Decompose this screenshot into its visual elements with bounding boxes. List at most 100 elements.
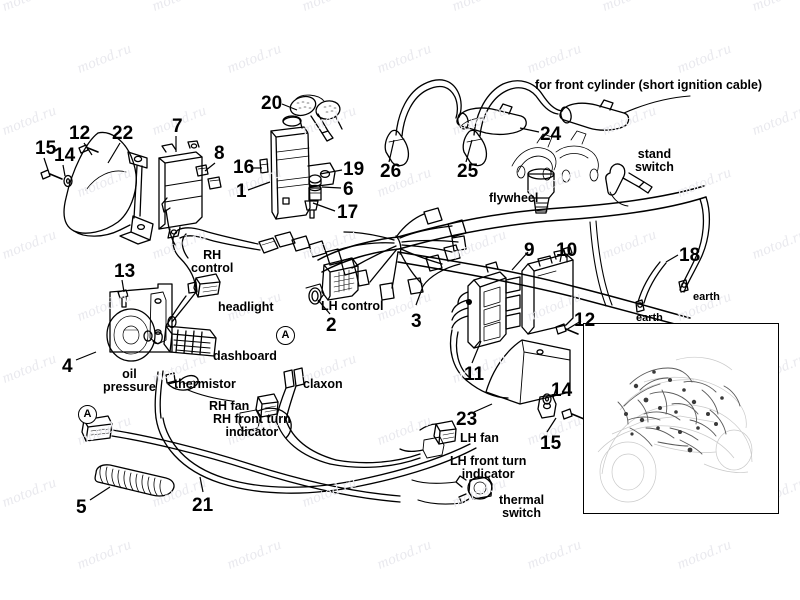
part-label-line2: pressure bbox=[103, 380, 156, 395]
part-22-bracket bbox=[63, 131, 154, 245]
motorcycle-overview-inset bbox=[583, 323, 779, 514]
callout-14-right[interactable]: 14 bbox=[551, 380, 573, 401]
callout-15-left[interactable]: 15 bbox=[35, 138, 57, 159]
part-label-line1: flywheel bbox=[489, 191, 539, 205]
rh-fan-connector bbox=[255, 393, 279, 418]
part-label-line1: RH front turn bbox=[213, 412, 291, 426]
earth-label-earth-left: earth bbox=[636, 312, 663, 324]
part-label-line2: control bbox=[191, 261, 234, 276]
callout-26[interactable]: 26 bbox=[380, 161, 402, 182]
part-4-horn-plate bbox=[109, 283, 173, 353]
part-13-bolt bbox=[117, 289, 129, 308]
rh-front-turn-connector bbox=[238, 407, 292, 439]
callout-13[interactable]: 13 bbox=[114, 261, 136, 282]
callout-18[interactable]: 18 bbox=[679, 245, 701, 266]
part-label-line2: switch bbox=[635, 160, 674, 175]
lh-fan-connector bbox=[419, 420, 457, 445]
callout-23[interactable]: 23 bbox=[456, 409, 478, 430]
part-label-dashboard: dashboard bbox=[213, 349, 277, 363]
part-20-keys bbox=[289, 94, 343, 142]
callout-9[interactable]: 9 bbox=[524, 240, 535, 261]
horn-nut bbox=[167, 315, 177, 329]
part-label-line2: indicator bbox=[225, 425, 279, 440]
part-5-corrugated-tube bbox=[94, 464, 175, 497]
callout-2[interactable]: 2 bbox=[326, 315, 337, 336]
rh-control-connector bbox=[187, 273, 221, 298]
callout-14-left[interactable]: 14 bbox=[54, 145, 76, 166]
part-8-connectors bbox=[195, 164, 222, 190]
reference-marker-ref-a-center[interactable]: A bbox=[276, 326, 295, 345]
callout-19[interactable]: 19 bbox=[343, 159, 365, 180]
callout-4[interactable]: 4 bbox=[62, 356, 73, 377]
callout-25[interactable]: 25 bbox=[457, 161, 479, 182]
harness-connector-fan bbox=[258, 207, 467, 301]
callout-16[interactable]: 16 bbox=[233, 157, 255, 178]
note-front-cylinder-note: for front cylinder (short ignition cable… bbox=[535, 78, 763, 92]
callout-12-right[interactable]: 12 bbox=[574, 310, 596, 331]
part-label-line1: stand bbox=[637, 147, 672, 161]
callout-20[interactable]: 20 bbox=[261, 93, 283, 114]
stand-switch-part bbox=[605, 163, 653, 207]
earth-lead-18 bbox=[635, 261, 667, 313]
part-10-fuse-box bbox=[521, 249, 574, 335]
part-label-line1: dashboard bbox=[213, 349, 277, 363]
part-2-grommet bbox=[305, 283, 325, 305]
callout-7[interactable]: 7 bbox=[172, 116, 183, 137]
part-label-line1: claxon bbox=[303, 377, 343, 391]
callout-6[interactable]: 6 bbox=[343, 179, 354, 200]
part-14-washer-left bbox=[63, 174, 73, 188]
part-label-flywheel: flywheel bbox=[489, 191, 539, 205]
part-label-line1: LH control bbox=[321, 299, 384, 313]
thermal-switch-part bbox=[411, 475, 493, 505]
callout-12-left[interactable]: 12 bbox=[69, 123, 91, 144]
flywheel-sensor bbox=[527, 168, 555, 214]
earth-lead-right bbox=[678, 196, 710, 293]
part-19-nut bbox=[308, 174, 322, 187]
callout-15-right[interactable]: 15 bbox=[540, 433, 562, 454]
rh-control-lead bbox=[172, 227, 261, 293]
callout-3[interactable]: 3 bbox=[411, 311, 422, 332]
callout-5[interactable]: 5 bbox=[76, 497, 87, 518]
part-label-line2: switch bbox=[502, 506, 542, 521]
part-7-cdi-unit bbox=[158, 140, 203, 247]
part-14-washer-right bbox=[542, 393, 552, 405]
claxon-connector bbox=[275, 367, 305, 421]
harness-to-ref-a bbox=[111, 429, 401, 503]
callout-22[interactable]: 22 bbox=[112, 123, 134, 144]
callout-21[interactable]: 21 bbox=[192, 495, 214, 516]
part-label-rh-fan: RH fan bbox=[209, 399, 250, 413]
callout-11[interactable]: 11 bbox=[464, 364, 485, 385]
part-16-stud bbox=[259, 158, 269, 174]
horn-washer bbox=[143, 330, 153, 342]
reference-marker-ref-a-lower[interactable]: A bbox=[78, 405, 97, 424]
callout-10[interactable]: 10 bbox=[556, 240, 578, 261]
ht-lead-25 bbox=[473, 80, 563, 137]
part-17-bolt bbox=[304, 200, 319, 219]
callout-24[interactable]: 24 bbox=[540, 124, 562, 145]
part-15-bolt-right bbox=[561, 408, 585, 420]
part-label-line1: LH front turn bbox=[450, 454, 527, 468]
part-label-line1: RH fan bbox=[209, 399, 250, 413]
callout-17[interactable]: 17 bbox=[337, 202, 359, 223]
inset-linework bbox=[597, 356, 753, 503]
part-label-claxon: claxon bbox=[303, 377, 343, 391]
part-label-thermistor: thermistor bbox=[174, 377, 236, 391]
part-label-lh-control: LH control bbox=[321, 299, 384, 313]
thermistor-connector bbox=[165, 372, 199, 391]
callout-8[interactable]: 8 bbox=[214, 143, 225, 164]
horn-bracket bbox=[149, 291, 167, 345]
part-label-line1: oil bbox=[122, 367, 137, 381]
callout-1[interactable]: 1 bbox=[236, 181, 247, 202]
part-label-line1: headlight bbox=[218, 300, 274, 314]
part-label-line1: RH bbox=[203, 248, 222, 262]
part-23-bracket bbox=[485, 339, 571, 419]
part-label-headlight: headlight bbox=[218, 300, 274, 314]
part-11-relay-box bbox=[451, 261, 507, 349]
